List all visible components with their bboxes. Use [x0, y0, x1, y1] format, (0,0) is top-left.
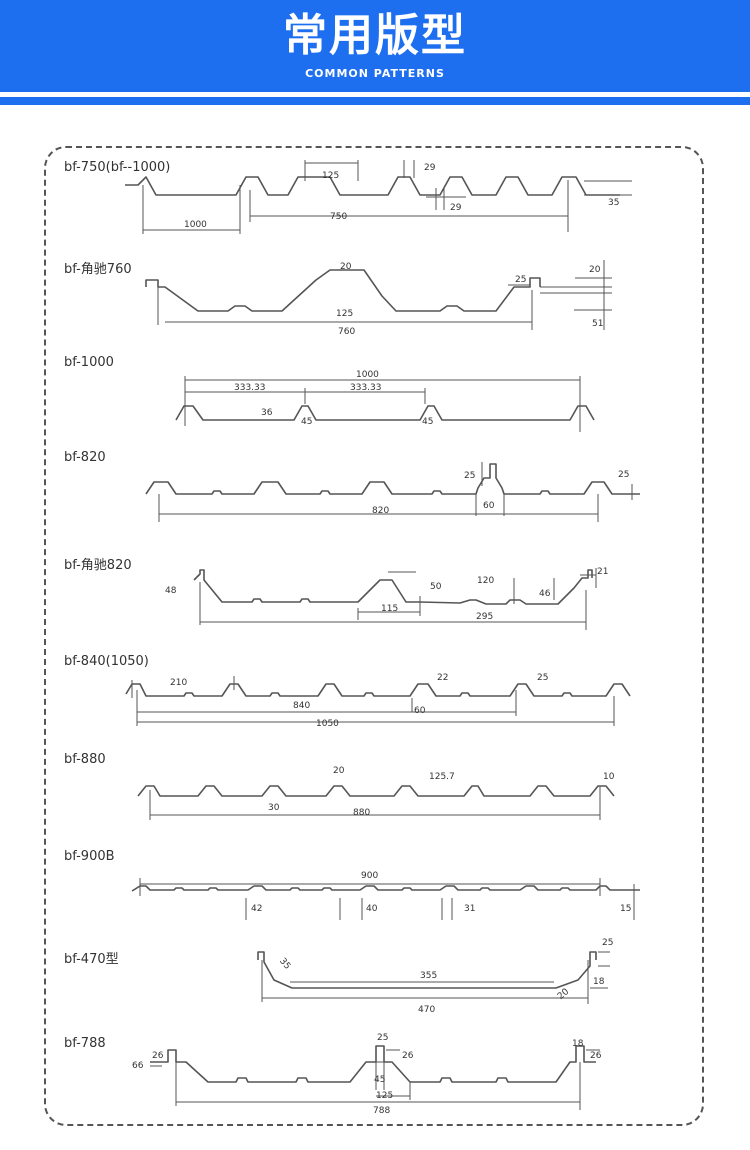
profile-bf-1000	[175, 376, 595, 432]
dim-label: 48	[165, 586, 177, 596]
dim-label: 840	[293, 701, 310, 711]
dim-label: 15	[620, 904, 631, 914]
dim-label: 333.33	[234, 383, 266, 393]
dim-label: 26	[590, 1051, 602, 1061]
profile-bf-900b	[131, 878, 640, 920]
dim-label: 20	[589, 265, 601, 275]
profile-bf-470	[257, 951, 610, 1004]
dim-label: 820	[372, 506, 389, 516]
dim-label: 125	[322, 171, 339, 181]
dim-label: 46	[539, 589, 551, 599]
profile-bf-788	[150, 1045, 600, 1110]
dim-label: 25	[377, 1033, 388, 1043]
dim-label: 470	[418, 1005, 435, 1015]
dim-label: 26	[402, 1051, 414, 1061]
profile-bf-840	[125, 676, 631, 726]
page-subtitle: COMMON PATTERNS	[305, 67, 445, 80]
dim-label: 125.7	[429, 772, 455, 782]
dim-label: 35	[608, 198, 619, 208]
dim-label: 50	[430, 582, 442, 592]
dim-label: 42	[251, 904, 262, 914]
pattern-label: bf-1000	[64, 355, 114, 370]
pattern-label: bf-750(bf--1000)	[64, 160, 171, 175]
dim-label: 900	[361, 871, 378, 881]
dim-label: 60	[414, 706, 426, 716]
page-title: 常用版型	[283, 10, 467, 61]
pattern-label: bf-788	[64, 1036, 106, 1051]
dim-label: 25	[464, 471, 475, 481]
dim-label: 45	[301, 417, 312, 427]
dim-label: 25	[602, 938, 613, 948]
dim-label: 20	[556, 987, 571, 1002]
dim-label: 25	[537, 673, 548, 683]
dim-label: 21	[597, 567, 608, 577]
dim-label: 1050	[316, 719, 339, 729]
dim-label: 125	[376, 1091, 393, 1101]
dim-label: 18	[572, 1039, 584, 1049]
profile-bf-880	[137, 785, 615, 820]
dim-label: 115	[381, 604, 398, 614]
dim-label: 25	[515, 275, 526, 285]
header-banner	[0, 0, 750, 92]
header-divider	[0, 97, 750, 105]
dim-label: 760	[338, 327, 355, 337]
dim-label: 10	[603, 772, 615, 782]
dim-label: 210	[170, 678, 187, 688]
dim-label: 333.33	[350, 383, 382, 393]
pattern-label: bf-角驰820	[64, 558, 132, 573]
dim-label: 295	[476, 612, 493, 622]
dim-label: 20	[333, 766, 345, 776]
dim-label: 22	[437, 673, 448, 683]
dim-label: 26	[152, 1051, 164, 1061]
pattern-label: bf-840(1050)	[64, 654, 149, 669]
dim-label: 45	[422, 417, 433, 427]
dim-label: 45	[374, 1075, 385, 1085]
dim-label: 1000	[356, 370, 379, 380]
profile-bf-760	[145, 260, 612, 330]
profile-bf-750	[125, 160, 632, 234]
pattern-label: bf-角驰760	[64, 262, 132, 277]
dim-label: 60	[483, 501, 495, 511]
dim-label: 51	[592, 319, 603, 329]
profile-bf-820	[145, 462, 640, 522]
dim-label: 20	[340, 262, 352, 272]
dim-label: 1000	[184, 220, 207, 230]
pattern-label: bf-880	[64, 752, 106, 767]
dim-label: 120	[477, 576, 494, 586]
dim-label: 18	[593, 977, 605, 987]
dim-label: 30	[268, 803, 280, 813]
dim-label: 40	[366, 904, 378, 914]
patterns-frame	[44, 146, 704, 1126]
pattern-label: bf-900B	[64, 849, 115, 864]
dim-label: 125	[336, 309, 353, 319]
dim-label: 29	[450, 203, 462, 213]
dim-label: 880	[353, 808, 370, 818]
dim-label: 355	[420, 971, 437, 981]
dim-label: 66	[132, 1061, 144, 1071]
profile-bf-j820	[193, 568, 597, 630]
dim-label: 788	[373, 1106, 390, 1116]
dim-label: 25	[618, 470, 629, 480]
dim-label: 29	[424, 163, 436, 173]
dim-label: 36	[261, 408, 273, 418]
pattern-label: bf-820	[64, 450, 106, 465]
pattern-label: bf-470型	[64, 952, 119, 967]
dim-label: 750	[330, 212, 347, 222]
dim-label: 31	[464, 904, 475, 914]
dim-label: 35	[277, 956, 292, 971]
